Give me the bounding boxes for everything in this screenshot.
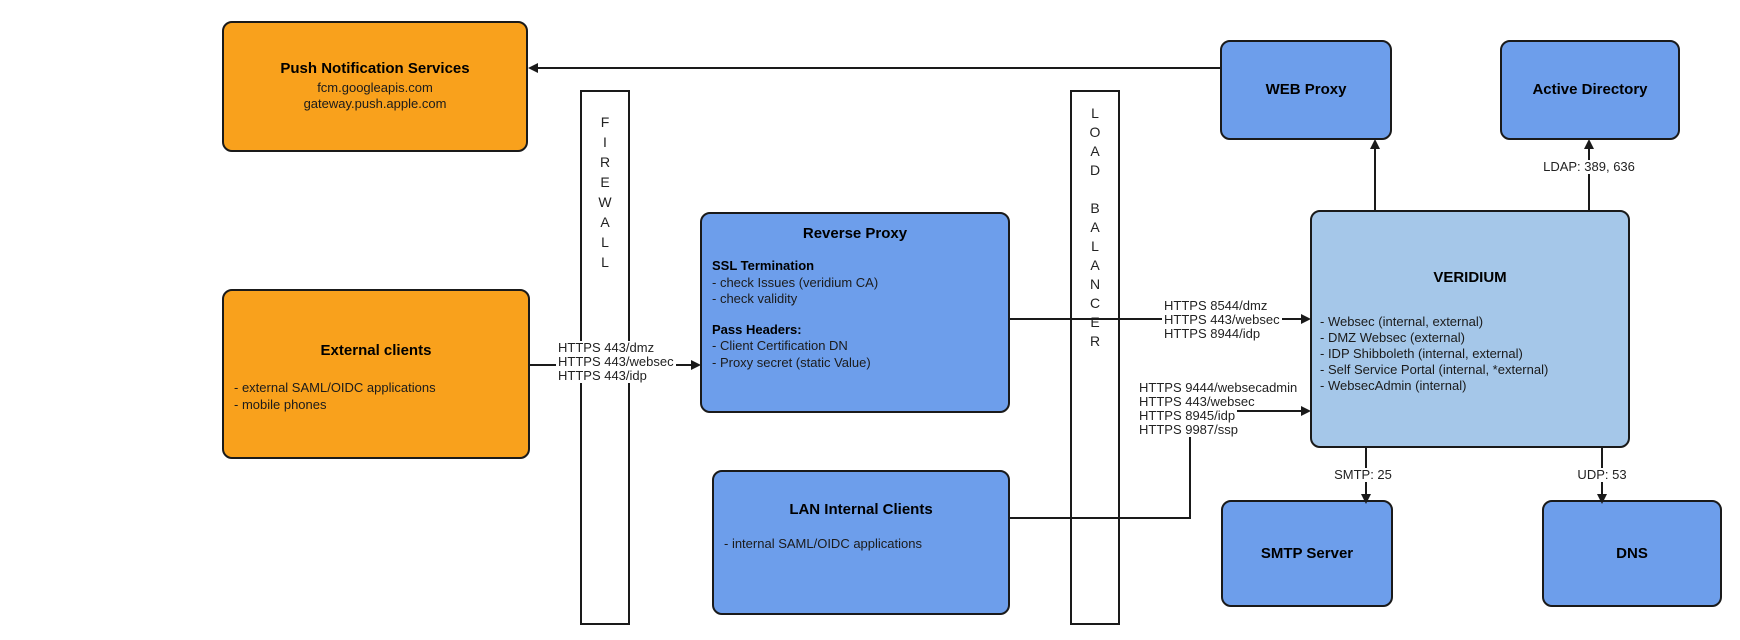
node-reverse-proxy: Reverse Proxy SSL Termination - check Is…	[700, 212, 1010, 413]
reverse-proxy-body: SSL Termination - check Issues (veridium…	[702, 258, 1008, 371]
arrowhead-up-icon	[1370, 139, 1380, 149]
arrowhead-right-icon	[691, 360, 701, 370]
edge-veridium-to-webproxy	[1374, 148, 1376, 210]
push-notification-host: fcm.googleapis.com	[317, 80, 433, 95]
arrowhead-down-icon	[1361, 494, 1371, 504]
dns-title: DNS	[1616, 544, 1648, 562]
external-clients-title: External clients	[320, 342, 432, 359]
node-smtp-server: SMTP Server	[1221, 500, 1393, 607]
smtp-server-title: SMTP Server	[1260, 544, 1354, 562]
lan-internal-clients-body: - internal SAML/OIDC applications	[714, 536, 1008, 552]
veridium-service: - DMZ Websec (external)	[1320, 330, 1465, 345]
firewall-label: F I R E W A L L	[598, 114, 612, 270]
arrowhead-right-icon	[1301, 406, 1311, 416]
lan-internal-clients-title: LAN Internal Clients	[789, 501, 933, 518]
reverse-proxy-section-heading: SSL Termination	[712, 258, 815, 273]
edge-label-https: HTTPS 443/websec	[556, 354, 676, 369]
arrowhead-left-icon	[528, 63, 538, 73]
external-clients-item: - external SAML/OIDC applications	[234, 380, 436, 395]
reverse-proxy-item: - check Issues (veridium CA)	[712, 274, 879, 290]
node-push-notification-services: Push Notification Services fcm.googleapi…	[222, 21, 528, 152]
external-clients-item: - mobile phones	[234, 397, 327, 412]
spacer	[712, 308, 998, 322]
reverse-proxy-section-heading: Pass Headers:	[712, 321, 802, 337]
reverse-proxy-item: - Proxy secret (static Value)	[712, 354, 871, 370]
edge-label-https: HTTPS 443/websec	[1137, 394, 1257, 409]
lan-internal-clients-item: - internal SAML/OIDC applications	[724, 536, 922, 551]
veridium-service: - Websec (internal, external)	[1320, 314, 1484, 329]
node-dns: DNS	[1542, 500, 1722, 607]
edge-label-https: HTTPS 443/idp	[556, 368, 649, 383]
reverse-proxy-title: Reverse Proxy	[802, 225, 908, 242]
push-notification-host: gateway.push.apple.com	[303, 96, 447, 111]
edge-label-https: HTTPS 8544/dmz	[1162, 298, 1270, 313]
edge-label-https: HTTPS 443/dmz	[556, 340, 657, 355]
web-proxy-title: WEB Proxy	[1265, 81, 1347, 98]
node-web-proxy: WEB Proxy	[1220, 40, 1392, 140]
edge-label-https: HTTPS 8945/idp	[1137, 408, 1238, 423]
edge-reverse-to-veridium	[1010, 318, 1303, 320]
edge-label-https: HTTPS 9444/websecadmin	[1137, 380, 1300, 395]
edge-lan-to-veridium-h2	[1189, 410, 1302, 412]
edge-label-https: HTTPS 8944/idp	[1162, 326, 1263, 341]
reverse-proxy-item: - Client Certification DN	[712, 338, 848, 353]
external-clients-body: - external SAML/OIDC applications - mobi…	[224, 379, 528, 413]
edge-label-https: HTTPS 9987/ssp	[1137, 422, 1240, 437]
active-directory-title: Active Directory	[1532, 81, 1648, 98]
arrowhead-down-icon	[1597, 494, 1607, 504]
node-load-balancer: L O A D B A L A N C E R	[1070, 90, 1120, 625]
edge-label-ldap: LDAP: 389, 636	[1541, 159, 1637, 174]
node-lan-internal-clients: LAN Internal Clients - internal SAML/OID…	[712, 470, 1010, 615]
push-notification-title: Push Notification Services	[280, 60, 470, 77]
arrowhead-up-icon	[1584, 139, 1594, 149]
edge-lan-to-veridium-v	[1189, 410, 1191, 519]
edge-label-https: HTTPS 443/websec	[1162, 312, 1282, 327]
reverse-proxy-item: - check validity	[712, 291, 798, 306]
load-balancer-label: L O A D B A L A N C E R	[1089, 105, 1101, 349]
node-veridium: VERIDIUM - Websec (internal, external) -…	[1310, 210, 1630, 448]
veridium-body: - Websec (internal, external) - DMZ Webs…	[1312, 314, 1628, 394]
edge-label-udp: UDP: 53	[1575, 467, 1629, 482]
edge-veridium-to-ad	[1588, 148, 1590, 210]
push-notification-content: Push Notification Services fcm.googleapi…	[224, 23, 526, 150]
node-active-directory: Active Directory	[1500, 40, 1680, 140]
edge-lan-to-veridium-h1	[1010, 517, 1191, 519]
veridium-service: - Self Service Portal (internal, *extern…	[1320, 362, 1549, 377]
node-external-clients: External clients - external SAML/OIDC ap…	[222, 289, 530, 459]
edge-label-smtp: SMTP: 25	[1332, 467, 1394, 482]
veridium-title: VERIDIUM	[1433, 269, 1507, 286]
arrowhead-right-icon	[1301, 314, 1311, 324]
veridium-service: - WebsecAdmin (internal)	[1320, 378, 1467, 393]
edge-webproxy-to-push	[537, 67, 1220, 69]
veridium-service: - IDP Shibboleth (internal, external)	[1320, 346, 1523, 361]
